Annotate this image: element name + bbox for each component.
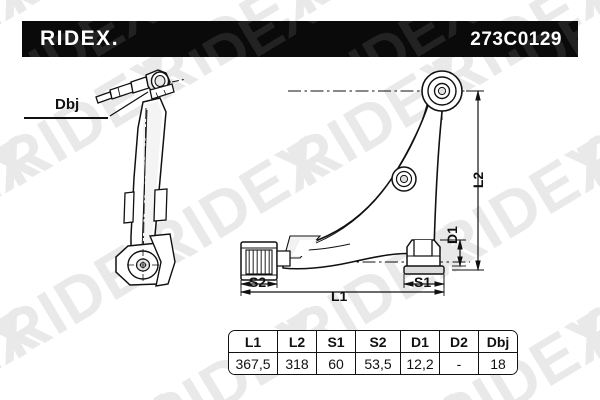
table-cell-s2: 53,5 [356, 353, 401, 374]
table-cell-dbj: 18 [479, 353, 517, 374]
part-number: 273C0129 [470, 29, 562, 50]
ridex-logo-dot: . [111, 27, 118, 50]
middle-hole [391, 166, 417, 192]
dimension-s2 [239, 280, 279, 288]
dimension-label-l1: L1 [331, 288, 348, 304]
ball-joint-assembly [95, 69, 187, 104]
table-cell-l2: 318 [278, 353, 317, 374]
dbj-label: Dbj [55, 96, 80, 113]
ridex-logo: RIDEX. [40, 28, 118, 50]
dimension-label-s1: S1 [414, 274, 432, 290]
main-view-group [239, 70, 484, 296]
table-header-s2: S2 [356, 331, 401, 353]
table-cell-s1: 60 [317, 353, 356, 374]
ridex-logo-text: RIDEX [40, 27, 112, 50]
table-header-row: L1 L2 S1 S2 D1 D2 Dbj [229, 331, 517, 353]
table-cell-l1: 367,5 [229, 353, 278, 374]
top-bushing-eye [421, 70, 463, 112]
table-header-d1: D1 [401, 331, 440, 353]
specifications-table: L1 L2 S1 S2 D1 D2 Dbj 367,5 318 60 53,5 … [228, 330, 518, 375]
dimension-label-s2: S2 [249, 274, 267, 290]
dimension-label-l2: L2 [470, 171, 487, 189]
table-header-d2: D2 [440, 331, 479, 353]
table-header-s1: S1 [317, 331, 356, 353]
dbj-label-underline [24, 117, 108, 119]
table-cell-d1: 12,2 [401, 353, 440, 374]
header-watermark-text: RIDEX [142, 21, 328, 57]
bushing-block-side [123, 188, 168, 224]
header-bar: RIDEX. 273C0129 RIDEXRIDEXRIDEXRIDEXRIDE… [22, 21, 578, 57]
table-header-dbj: Dbj [479, 331, 517, 353]
left-bushing-s2 [240, 241, 291, 281]
right-ball-joint-s1 [403, 239, 445, 275]
table-cell-d2: - [440, 353, 479, 374]
table-header-l1: L1 [229, 331, 278, 353]
dimension-s1 [402, 274, 446, 288]
dimension-l2 [452, 89, 484, 272]
lower-bushing-eye-side [115, 233, 176, 287]
dimension-label-d1: D1 [443, 226, 460, 244]
header-watermark-text: RIDEX [302, 21, 488, 57]
dimension-d1 [440, 238, 466, 268]
table-header-l2: L2 [278, 331, 317, 353]
left-side-view-group [95, 69, 187, 287]
table-row: 367,5 318 60 53,5 12,2 - 18 [229, 353, 517, 374]
dbj-leader-line [109, 91, 149, 117]
control-arm-body [282, 95, 443, 270]
